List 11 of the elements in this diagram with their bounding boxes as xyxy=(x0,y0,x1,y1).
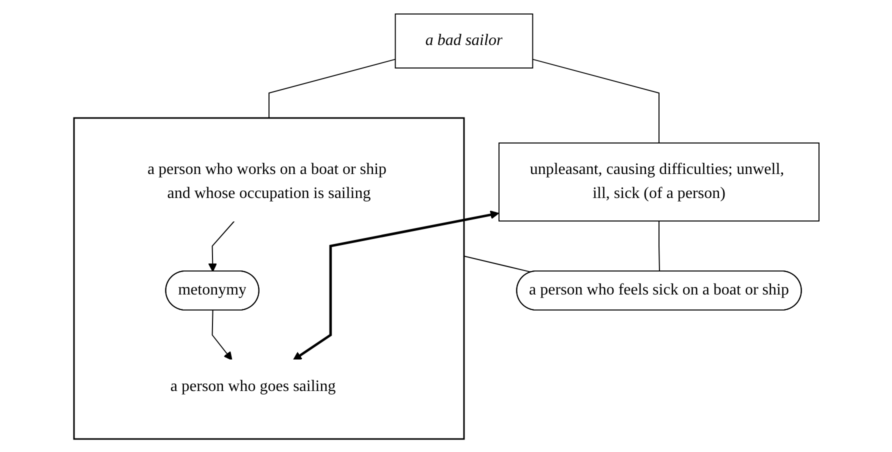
node-box: unpleasant, causing difficulties; unwell, ill, sick (of a person) xyxy=(498,142,819,221)
node-text: a person who goes sailing xyxy=(170,378,336,394)
arrow xyxy=(211,310,232,360)
connector xyxy=(268,58,396,118)
connector xyxy=(532,58,659,143)
cluster xyxy=(72,116,464,440)
node-text: a person who works on a boat or ship and whose occupation is sailing xyxy=(146,160,386,202)
arrow xyxy=(292,210,498,360)
connector xyxy=(658,220,660,272)
arrow xyxy=(208,220,234,272)
node-box: a bad sailor xyxy=(394,13,533,68)
